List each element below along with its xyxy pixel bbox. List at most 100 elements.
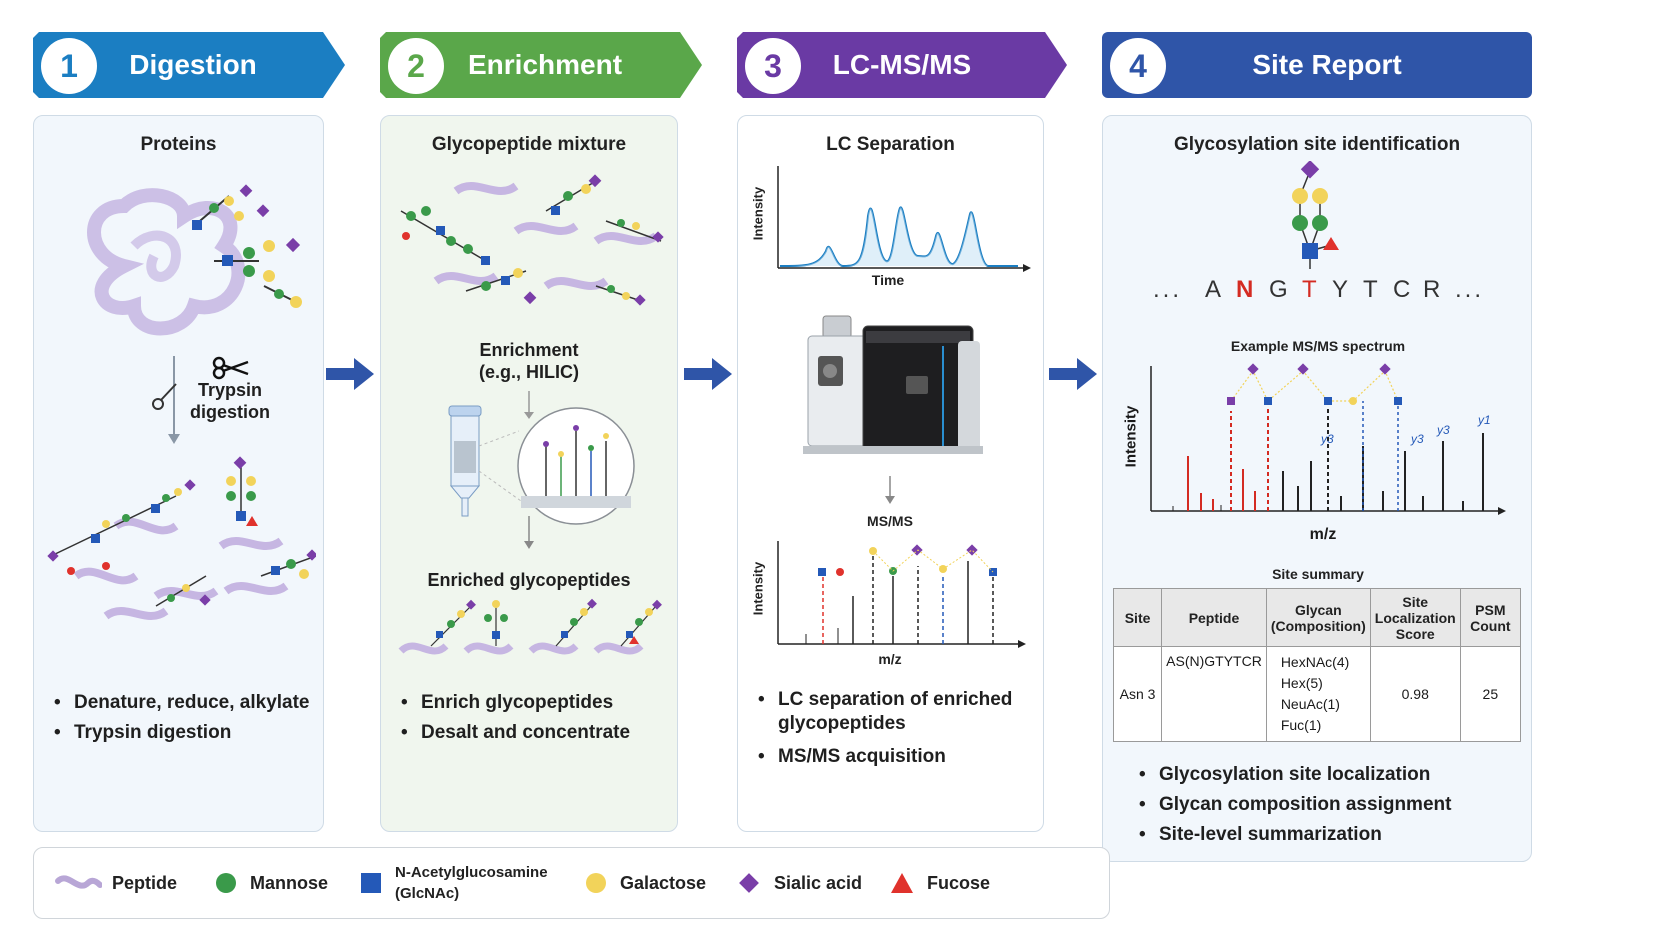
glcnac-icon: [361, 873, 381, 893]
step-2-banner-shape: [380, 32, 702, 98]
site-summary-title: Site summary: [1272, 566, 1364, 582]
report-bullets: Glycosylation site localization Glycan c…: [1137, 760, 1451, 850]
enrichment-bullet-2: Desalt and concentrate: [399, 718, 630, 748]
step-1-banner-shape: [33, 32, 345, 98]
step-1-number: 1: [41, 38, 97, 94]
msms-label: MS/MS: [867, 513, 913, 529]
glycan-neuac: NeuAc(1): [1280, 696, 1340, 712]
digestion-bullet-2: Trypsin digestion: [52, 718, 310, 748]
legend-label-galactose: Galactose: [620, 872, 707, 893]
table-row: Asn 3 AS(N)GTYTCR HexNAc(4) Hex(5) NeuAc…: [1112, 646, 1522, 742]
enrichment-panel: Glycopeptide mixture Enrichment (e.g., H…: [380, 115, 678, 832]
step-4-banner-shape: [1102, 32, 1532, 98]
step-4-title: Site Report: [1252, 49, 1402, 80]
glycopeptide-mixture-illustration: [400, 174, 664, 306]
sequence-residue-4: T: [1302, 276, 1317, 303]
glycopeptide-mixture-title: Glycopeptide mixture: [431, 134, 627, 155]
scissors-icon: [152, 356, 180, 444]
step-2-banner: 2 Enrichment: [380, 32, 702, 98]
lcms-bullet-1: LC separation of enriched glycopeptides: [756, 688, 1026, 736]
cell-psm-count: 25: [1459, 646, 1522, 742]
lc-chromatogram: [777, 166, 1031, 272]
step-4-number: 4: [1110, 38, 1166, 94]
trypsin-scissors-icon: [212, 356, 249, 380]
flow-arrow-1: [326, 358, 374, 390]
sequence-suffix: ...: [1455, 276, 1485, 303]
legend-item-peptide: Peptide: [54, 848, 177, 918]
table-header-row: Site Peptide Glycan (Composition) Site L…: [1112, 588, 1522, 647]
legend-label-glcnac-wrap: N-Acetylglucosamine (GlcNAc): [395, 862, 548, 904]
enriched-glycopeptides-title: Enriched glycopeptides: [427, 570, 631, 590]
cell-peptide: AS(N)GTYTCR: [1161, 646, 1267, 742]
glycan-fuc: Fuc(1): [1280, 717, 1322, 733]
report-bullet-2: Glycan composition assignment: [1137, 790, 1451, 820]
spectrum-xlabel: m/z: [1309, 526, 1337, 543]
step-2-title: Enrichment: [467, 49, 623, 80]
header-glycan: Glycan (Composition): [1265, 588, 1371, 647]
lcms-bullets: LC separation of enriched glycopeptides …: [756, 688, 1026, 772]
site-report-panel: Glycosylation site identification ... A …: [1102, 115, 1532, 862]
legend-item-galactose: Galactose: [584, 848, 706, 918]
cell-glycan: HexNAc(4) Hex(5) NeuAc(1) Fuc(1): [1265, 646, 1371, 742]
legend-label-peptide: Peptide: [112, 872, 178, 893]
step-2-number: 2: [388, 38, 444, 94]
glycan-structure-illustration: [1292, 161, 1339, 269]
sequence-residue-6: T: [1363, 276, 1378, 303]
fucose-icon: [891, 873, 913, 893]
sequence-residue-8: R: [1423, 276, 1441, 303]
lc-xlabel: Time: [871, 272, 905, 288]
legend-label-fucose: Fucose: [927, 872, 991, 893]
enrichment-label: Enrichment: [479, 340, 579, 360]
glycan-hex: Hex(5): [1280, 675, 1323, 691]
digestion-label: digestion: [190, 402, 270, 422]
msms-spectrum: [777, 541, 1026, 648]
digestion-bullet-1: Denature, reduce, alkylate: [52, 688, 310, 718]
flow-arrow-3: [1049, 358, 1097, 390]
header-site-localization-score: Site Localization Score: [1369, 588, 1461, 647]
cell-site: Asn 3: [1112, 646, 1163, 742]
mannose-icon: [216, 873, 236, 893]
enriched-glycopeptides-illustration: [398, 598, 662, 655]
cell-score: 0.98: [1369, 646, 1461, 742]
lc-separation-title: LC Separation: [826, 134, 955, 155]
legend-item-glcnac: N-Acetylglucosamine (GlcNAc): [359, 848, 548, 918]
galactose-icon: [586, 873, 606, 893]
peptide-sequence: ... A N G T Y T C R ...: [1153, 276, 1483, 306]
enrichment-bullet-1: Enrich glycopeptides: [399, 688, 630, 718]
glycan-hexnac: HexNAc(4): [1280, 654, 1350, 670]
lcms-bullet-2: MS/MS acquisition: [756, 742, 1026, 772]
step-4-banner: 4 Site Report: [1102, 32, 1532, 98]
step-3-title: LC-MS/MS: [832, 49, 972, 80]
flow-arrow-2: [684, 358, 732, 390]
report-bullet-3: Site-level summarization: [1137, 820, 1451, 850]
ion-label-3: y3: [1436, 423, 1450, 437]
hilic-label: (e.g., HILIC): [479, 362, 579, 382]
peptides-illustration: [47, 456, 316, 620]
sequence-residue-7: C: [1393, 276, 1411, 303]
sequence-prefix: ...: [1153, 276, 1183, 303]
legend-item-mannose: Mannose: [214, 848, 328, 918]
step-3-banner-shape: [737, 32, 1067, 98]
proteins-title: Proteins: [140, 134, 217, 155]
enrichment-bullets: Enrich glycopeptides Desalt and concentr…: [399, 688, 630, 748]
hilic-column-illustration: [448, 391, 635, 549]
lc-ylabel: Intensity: [750, 186, 766, 241]
sialic-acid-icon: [739, 873, 759, 893]
legend-label-mannose: Mannose: [250, 872, 329, 893]
step-3-number: 3: [745, 38, 801, 94]
ion-label-2: y3: [1410, 432, 1424, 446]
digestion-bullets: Denature, reduce, alkylate Trypsin diges…: [52, 688, 310, 748]
digestion-panel: Proteins Trypsin digestion: [33, 115, 324, 832]
header-psm-count: PSM Count: [1459, 588, 1522, 647]
step-1-title: Digestion: [129, 49, 257, 80]
mass-spectrometer-illustration: [803, 315, 983, 454]
sequence-residue-5: Y: [1332, 276, 1349, 303]
legend: Peptide Mannose N-Acetylglucosamine (Glc…: [33, 847, 1110, 919]
site-summary-table: Site Peptide Glycan (Composition) Site L…: [1112, 588, 1522, 742]
sequence-residue-1: A: [1205, 276, 1222, 303]
example-msms-spectrum: y3 y3 y3 y1: [1150, 363, 1506, 515]
peptide-icon: [55, 875, 102, 889]
step-1-banner: 1 Digestion: [33, 32, 345, 98]
legend-label-glcnac-abbr: (GlcNAc): [395, 885, 460, 902]
report-bullet-1: Glycosylation site localization: [1137, 760, 1451, 790]
